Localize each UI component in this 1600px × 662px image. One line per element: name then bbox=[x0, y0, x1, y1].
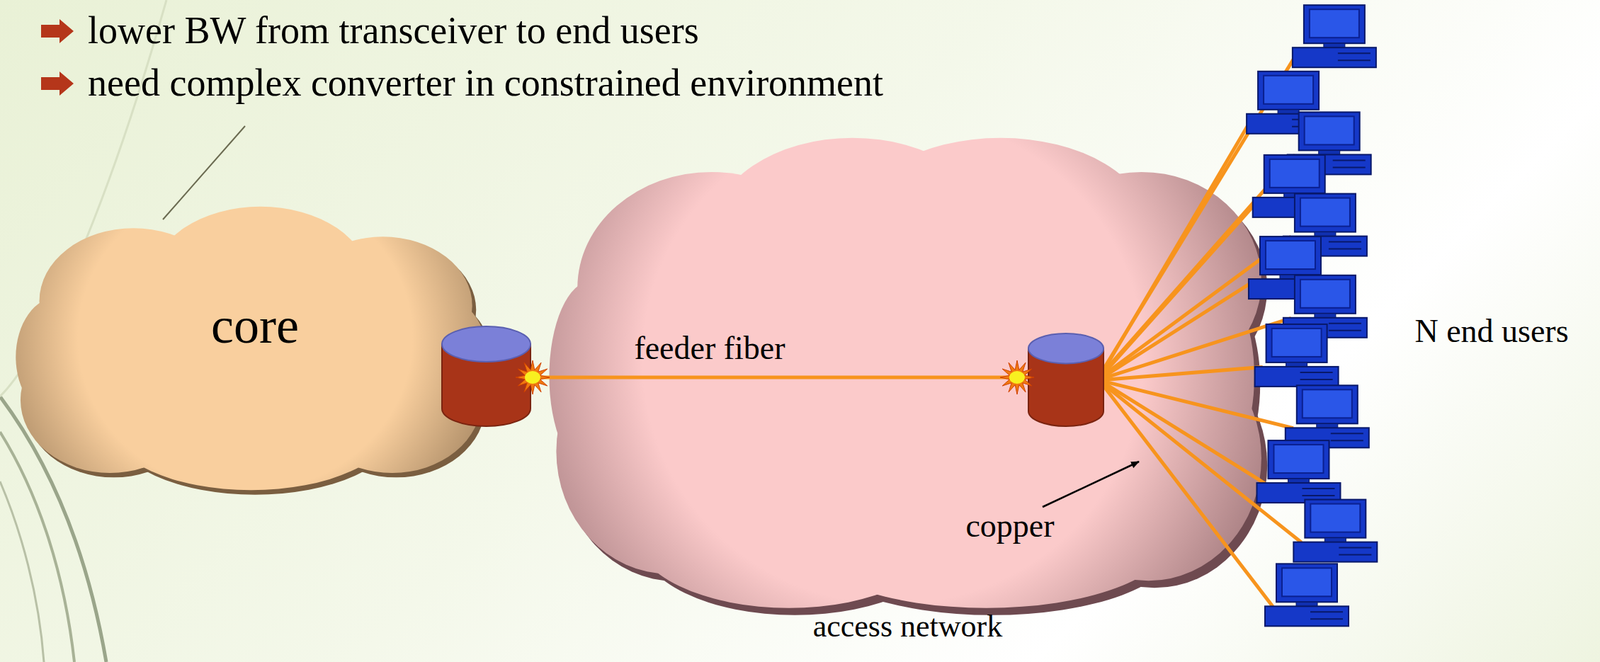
cloud-region: core bbox=[9, 188, 501, 506]
cloud-title: core bbox=[211, 298, 299, 355]
computer-icon bbox=[1292, 4, 1377, 68]
callout-label: copper bbox=[965, 508, 1054, 545]
bullet-arrow bbox=[41, 71, 74, 96]
bullet-text: need complex converter in constrained en… bbox=[87, 62, 884, 105]
cloud-region: access network bbox=[540, 122, 1275, 661]
region-caption: access network bbox=[813, 609, 1003, 644]
leader-arrow bbox=[1042, 461, 1139, 508]
feeder-fiber-line bbox=[527, 376, 1031, 380]
decor-line bbox=[162, 126, 246, 220]
bullet-text: lower BW from transceiver to end users bbox=[87, 9, 700, 52]
computer-icon bbox=[1264, 563, 1349, 627]
laser-starburst bbox=[515, 360, 550, 395]
computer-icon bbox=[1255, 324, 1339, 387]
transceiver-cylinder bbox=[1028, 333, 1104, 427]
group-label: N end users bbox=[1414, 313, 1569, 350]
laser-starburst bbox=[1000, 360, 1035, 395]
computer-icon bbox=[1285, 385, 1370, 448]
bullet-arrow bbox=[41, 19, 74, 44]
computer-icon bbox=[1293, 500, 1377, 563]
computer-icon bbox=[1256, 440, 1341, 503]
transceiver-cylinder bbox=[441, 326, 531, 427]
link-label: feeder fiber bbox=[633, 330, 785, 367]
swoosh-line bbox=[0, 481, 44, 662]
swoosh-line bbox=[0, 432, 75, 662]
